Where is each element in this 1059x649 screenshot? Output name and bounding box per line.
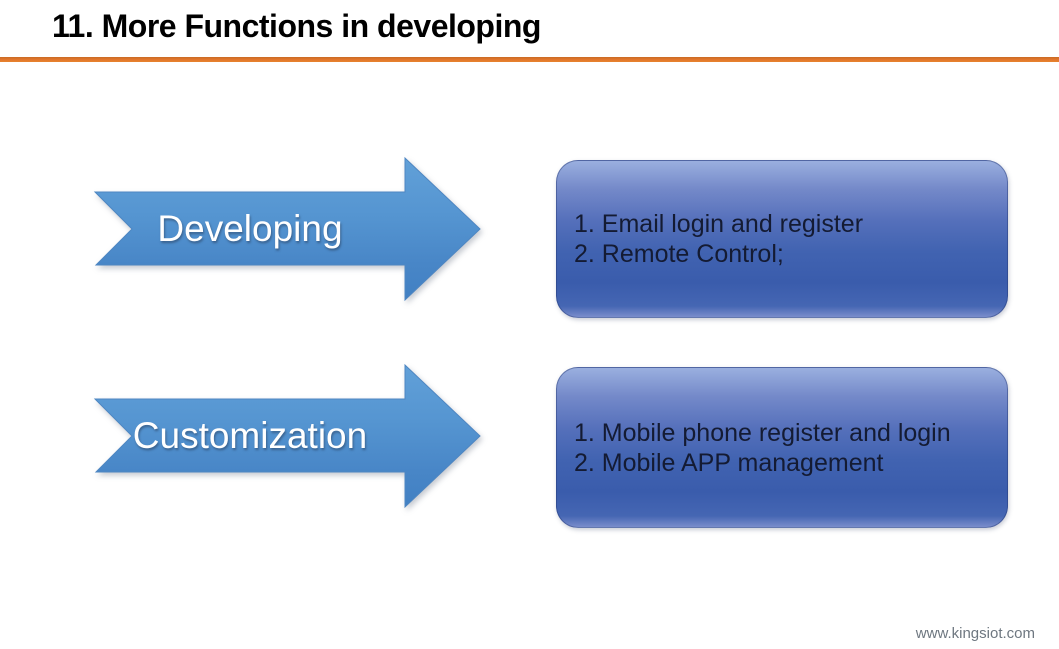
feature-item: 2. Remote Control; — [574, 240, 784, 268]
developing-arrow-shape — [93, 156, 481, 302]
customization-arrow-shape — [93, 363, 481, 509]
developing-features-box: 1. Email login and register 2. Remote Co… — [556, 160, 1008, 318]
slide-title: 11. More Functions in developing — [52, 8, 541, 44]
developing-arrow-label: Developing — [157, 207, 343, 249]
feature-item: 1. Mobile phone register and login — [574, 418, 951, 447]
customization-features-box: 1. Mobile phone register and login 2. Mo… — [556, 367, 1008, 528]
website-url: www.kingsiot.com — [915, 625, 1035, 642]
customization-arrow-label: Customization — [132, 414, 368, 456]
feature-item: 2. Mobile APP management — [574, 448, 884, 477]
feature-item: 1. Email login and register — [574, 210, 864, 238]
title-divider — [0, 57, 1059, 62]
